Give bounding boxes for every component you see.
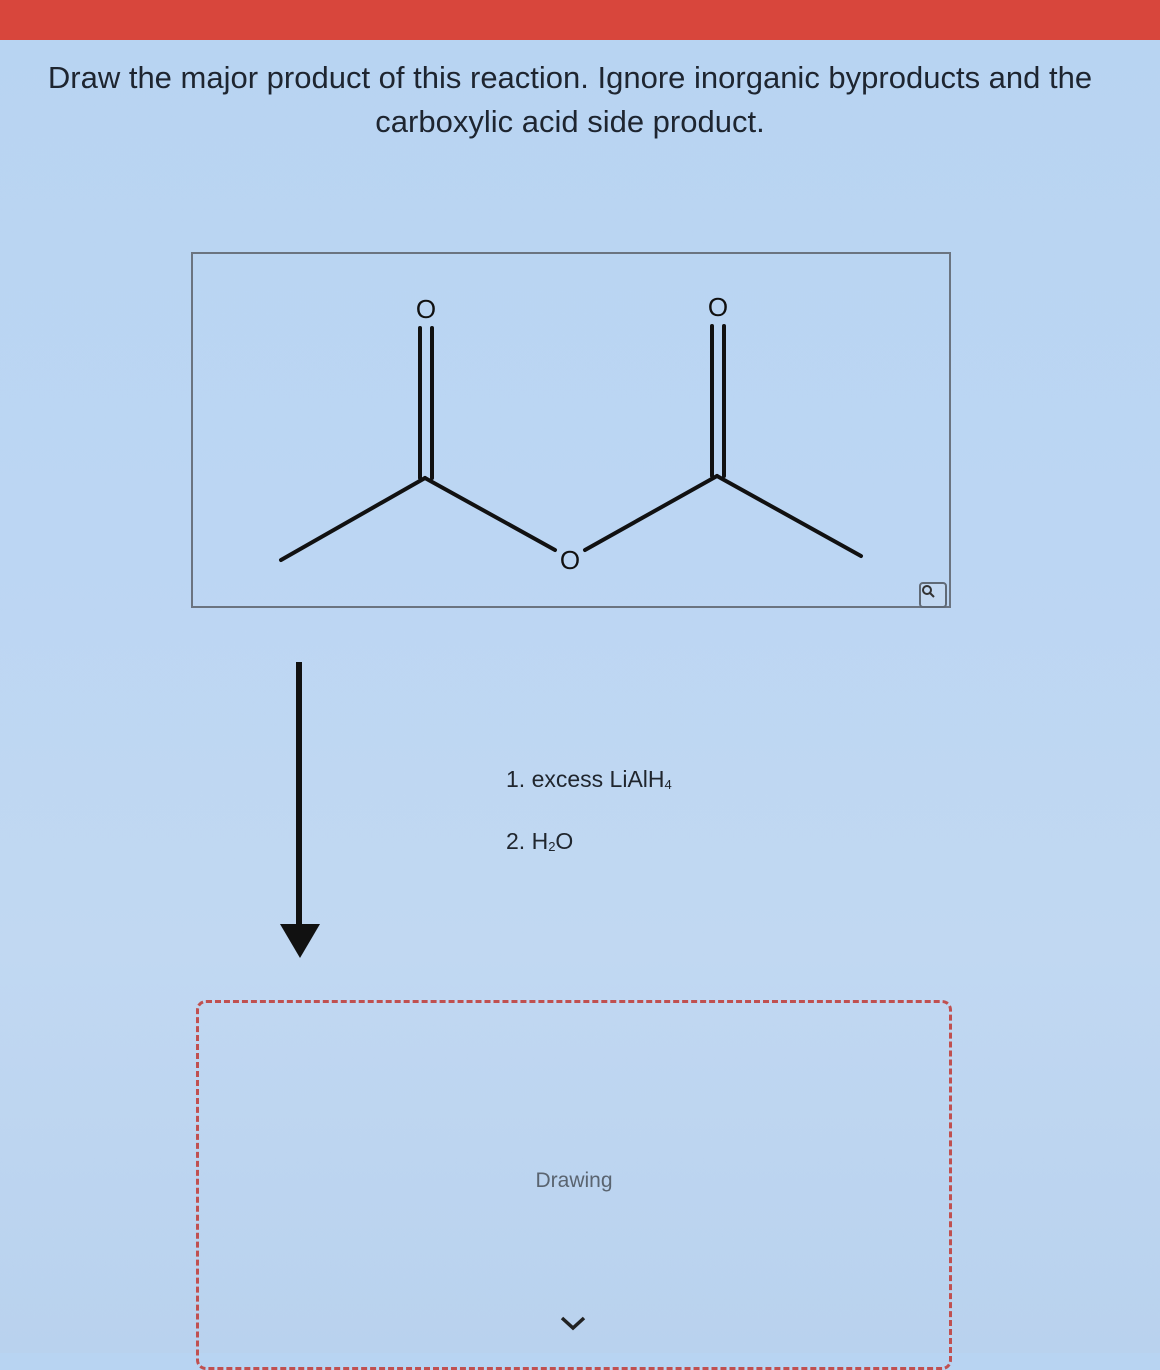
drawing-label: Drawing — [535, 1169, 613, 1192]
atom-label-o-left: O — [416, 294, 436, 324]
bond-methyl-left — [279, 476, 427, 562]
bond-o-c-right — [583, 474, 719, 552]
reactant-structure-box: O O O — [191, 252, 951, 608]
question-line-1: Draw the major product of this reaction.… — [47, 60, 1093, 95]
bond-c-o-left — [423, 476, 557, 552]
magnifier-icon — [922, 585, 935, 598]
question-line-2: carboxylic acid side product. — [375, 104, 765, 139]
bond-methyl-right — [715, 474, 863, 558]
chevron-down-icon[interactable] — [559, 1313, 587, 1333]
atom-label-o-bridge: O — [560, 545, 580, 575]
drawing-area[interactable]: Drawing — [196, 1000, 952, 1370]
atom-label-o-right: O — [708, 292, 728, 322]
down-arrow-icon — [280, 662, 320, 958]
condition-step-2: 2. H2O — [506, 828, 574, 854]
acetic-anhydride-structure: O O O — [279, 292, 863, 575]
top-bar — [0, 0, 1160, 40]
condition-step-1: 1. excess LiAlH4 — [506, 766, 672, 792]
zoom-button[interactable] — [919, 582, 947, 608]
question-text: Draw the major product of this reaction.… — [20, 56, 1120, 144]
